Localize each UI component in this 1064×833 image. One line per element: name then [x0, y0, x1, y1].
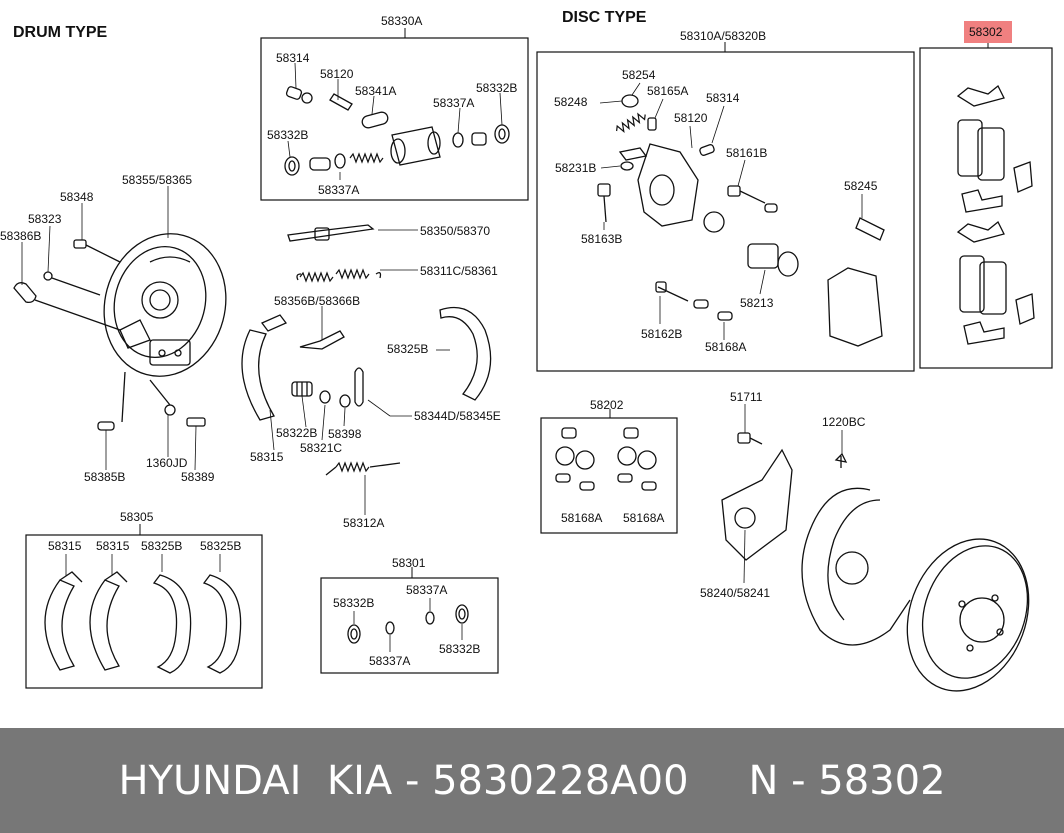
repair-kit-drawing	[347, 604, 469, 644]
adjuster-springs-drawing	[241, 224, 492, 476]
label-58162B: 58162B	[641, 327, 682, 341]
backing-plate-drawing	[13, 233, 227, 431]
label-58245: 58245	[844, 179, 878, 193]
label-58389: 58389	[181, 470, 215, 484]
caliper-drawing	[597, 94, 885, 347]
label-58240-58241: 58240/58241	[700, 586, 770, 600]
label-58386B: 58386B	[0, 229, 41, 243]
label-58311C-58361: 58311C/58361	[420, 264, 498, 278]
label-58322B: 58322B	[276, 426, 317, 440]
part-number-footer: HYUNDAI KIA - 5830228A00 N - 58302	[0, 728, 1064, 833]
label-1220BC: 1220BC	[822, 415, 866, 429]
label-58301: 58301	[392, 556, 426, 570]
highlight-badge	[964, 21, 1012, 43]
disc-type-title: DISC TYPE	[562, 9, 647, 26]
shoe-kit-box	[25, 534, 263, 689]
label-58248: 58248	[554, 95, 588, 109]
oem-number: N - 58302	[748, 757, 946, 804]
label-58165A: 58165A	[647, 84, 688, 98]
label-rk-58332B-a: 58332B	[333, 596, 374, 610]
label-sk-58168A-a: 58168A	[561, 511, 602, 525]
brake-parts-diagram: DRUM TYPE DISC TYPE 58330A 58314 58120 5…	[0, 9, 1053, 692]
label-58231B: 58231B	[555, 161, 596, 175]
label-58356B-58366B: 58356B/58366B	[274, 294, 360, 308]
shoe-kit-drawing	[44, 571, 242, 674]
label-kit-58325B-a: 58325B	[141, 539, 182, 553]
label-kit-58315-a: 58315	[48, 539, 82, 553]
label-58168A-disc: 58168A	[705, 340, 746, 354]
label-58163B: 58163B	[581, 232, 622, 246]
label-58323: 58323	[28, 212, 62, 226]
label-58325B: 58325B	[387, 342, 428, 356]
label-58202: 58202	[590, 398, 624, 412]
label-58341A: 58341A	[355, 84, 396, 98]
repair-kit-box	[320, 577, 499, 674]
label-58213: 58213	[740, 296, 774, 310]
label-58305: 58305	[120, 510, 154, 524]
label-sk-58168A-b: 58168A	[623, 511, 664, 525]
label-rk-58332B-b: 58332B	[439, 642, 480, 656]
label-58161B: 58161B	[726, 146, 767, 160]
label-58344D-58345E: 58344D/58345E	[414, 409, 501, 423]
label-58385B: 58385B	[84, 470, 125, 484]
label-51711: 51711	[730, 390, 763, 404]
seal-kit-box	[540, 417, 678, 534]
label-58337A-lower: 58337A	[318, 183, 359, 197]
label-58398: 58398	[328, 427, 362, 441]
label-58337A-right: 58337A	[433, 96, 474, 110]
label-58350-58370: 58350/58370	[420, 224, 490, 238]
label-58330A: 58330A	[381, 14, 422, 28]
seal-kit-drawing	[555, 427, 657, 491]
label-58314: 58314	[276, 51, 310, 65]
label-kit-58325B-b: 58325B	[200, 539, 241, 553]
label-58315: 58315	[250, 450, 284, 464]
label-rk-58337A-a: 58337A	[406, 583, 447, 597]
label-58332B-right: 58332B	[476, 81, 517, 95]
brand-part-number: HYUNDAI KIA - 5830228A00	[118, 757, 689, 804]
label-58314-disc: 58314	[706, 91, 740, 105]
label-kit-58315-b: 58315	[96, 539, 130, 553]
label-58254: 58254	[622, 68, 656, 82]
label-58120-disc: 58120	[674, 111, 708, 125]
label-58355-58365: 58355/58365	[122, 173, 192, 187]
label-rk-58337A-b: 58337A	[369, 654, 410, 668]
label-58302-highlight: 58302	[969, 25, 1003, 39]
label-1360JD: 1360JD	[146, 456, 188, 470]
label-58321C: 58321C	[300, 441, 342, 455]
label-58120: 58120	[320, 67, 354, 81]
label-58310A-58320B: 58310A/58320B	[680, 29, 766, 43]
wheel-cylinder-kit-box	[260, 37, 529, 201]
drum-type-title: DRUM TYPE	[13, 24, 108, 41]
label-58348: 58348	[60, 190, 94, 204]
wheel-cylinder-parts	[284, 86, 510, 176]
pad-set-box	[919, 47, 1053, 369]
label-58332B-left: 58332B	[267, 128, 308, 142]
label-58312A: 58312A	[343, 516, 384, 530]
dust-cover-disc-drawing	[721, 432, 1030, 692]
pad-set-drawing	[956, 84, 1035, 345]
